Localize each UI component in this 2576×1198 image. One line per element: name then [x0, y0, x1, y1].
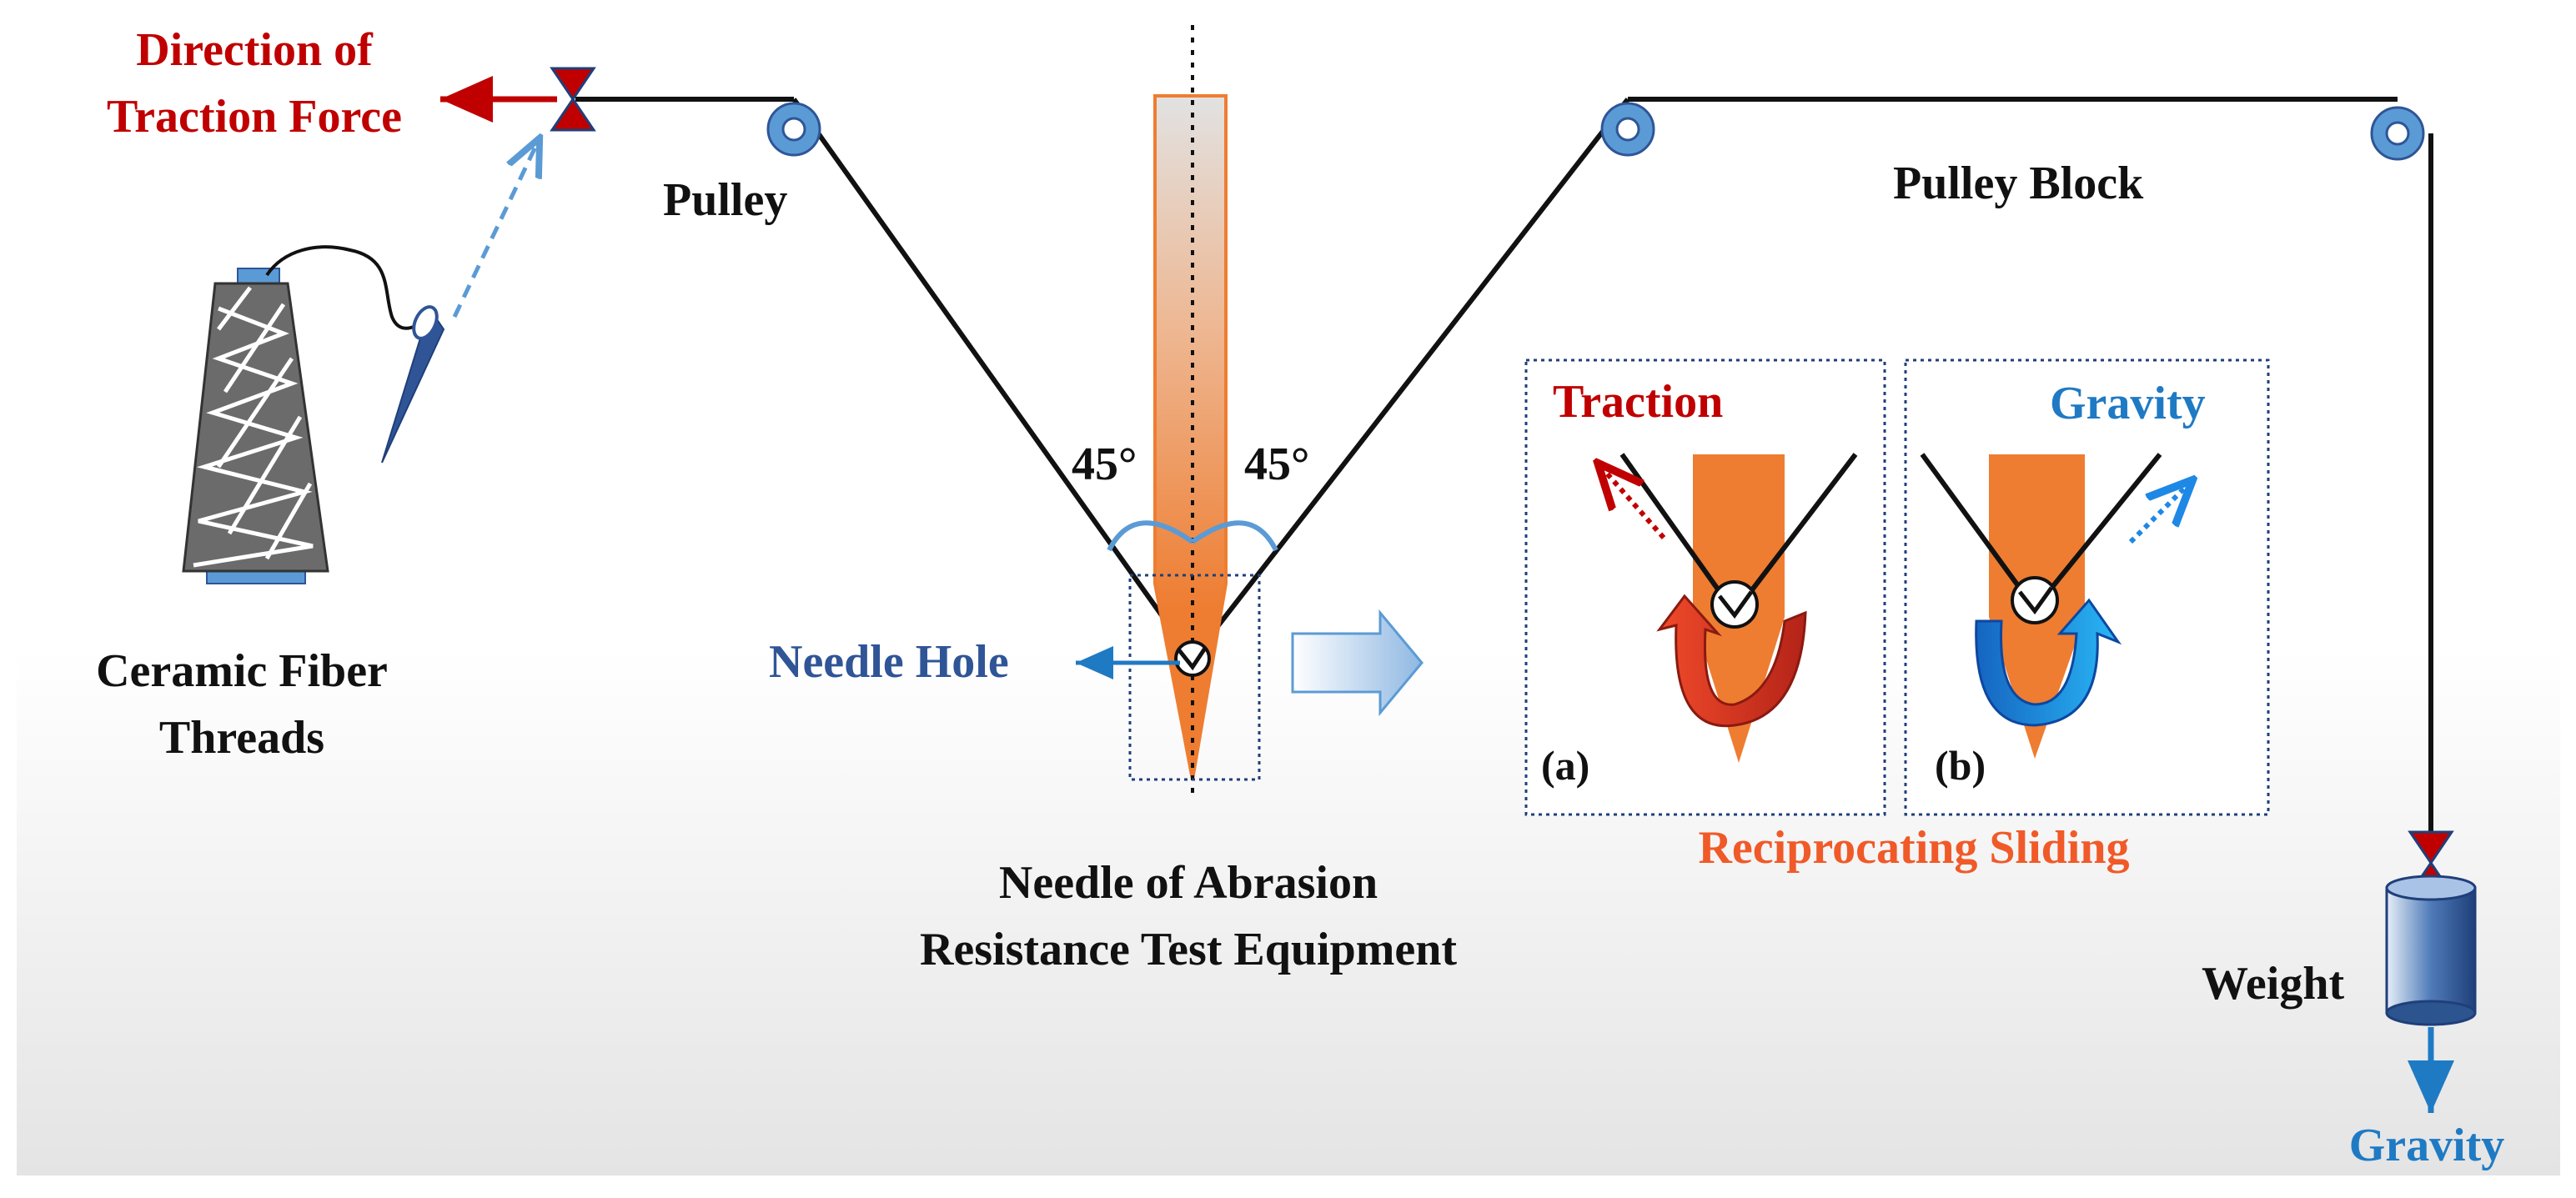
angle-right-label: 45° — [1244, 439, 1309, 490]
sewing-needle-icon — [381, 305, 445, 464]
right-block-arrow-icon — [1291, 609, 1424, 717]
thread-spool-icon — [182, 245, 425, 584]
reciprocating-arrow-blue-icon — [1975, 598, 2122, 727]
weight-label: Weight — [2202, 958, 2344, 1010]
needle-hole-icon — [1174, 640, 1211, 677]
panel-a — [1524, 358, 1886, 816]
zoom-box — [1128, 574, 1261, 781]
ceramic-label-line1: Ceramic Fiber — [96, 645, 388, 697]
direction-label-line1: Direction of — [136, 24, 374, 76]
thread-path — [575, 97, 2433, 842]
abrasion-needle — [1153, 94, 1228, 780]
needle-caption-line2: Resistance Test Equipment — [920, 924, 1457, 975]
ceramic-label-line2: Threads — [159, 712, 324, 764]
pulley-block-label: Pulley Block — [1893, 158, 2144, 209]
angle-arc-left — [1107, 520, 1194, 552]
needle-hole-label: Needle Hole — [769, 636, 1009, 688]
needle-caption-line1: Needle of Abrasion — [999, 857, 1378, 909]
gravity-bottom-label: Gravity — [2349, 1120, 2505, 1171]
angle-arc-right — [1191, 520, 1278, 552]
reciprocating-arrow-red-icon — [1656, 594, 1807, 728]
pulley-label: Pulley — [663, 174, 787, 226]
angle-left-label: 45° — [1072, 439, 1137, 490]
direction-label-line2: Traction Force — [107, 91, 402, 143]
pulley-block-right-icon — [2370, 106, 2425, 161]
bowtie-clamp-icon — [550, 67, 596, 132]
panel-b — [1904, 358, 2270, 816]
pulley-block-left-icon — [1600, 102, 1655, 157]
cylinder-weight-icon — [2385, 875, 2477, 1026]
gravity-panel-label: Gravity — [2050, 378, 2206, 429]
traction-label: Traction — [1553, 376, 1723, 428]
panel-a-label: (a) — [1541, 742, 1589, 789]
reciprocating-label: Reciprocating Sliding — [1698, 822, 2129, 874]
thread-feed-arrow — [452, 142, 538, 318]
pulley-icon — [766, 102, 821, 157]
panel-b-label: (b) — [1935, 742, 1986, 789]
